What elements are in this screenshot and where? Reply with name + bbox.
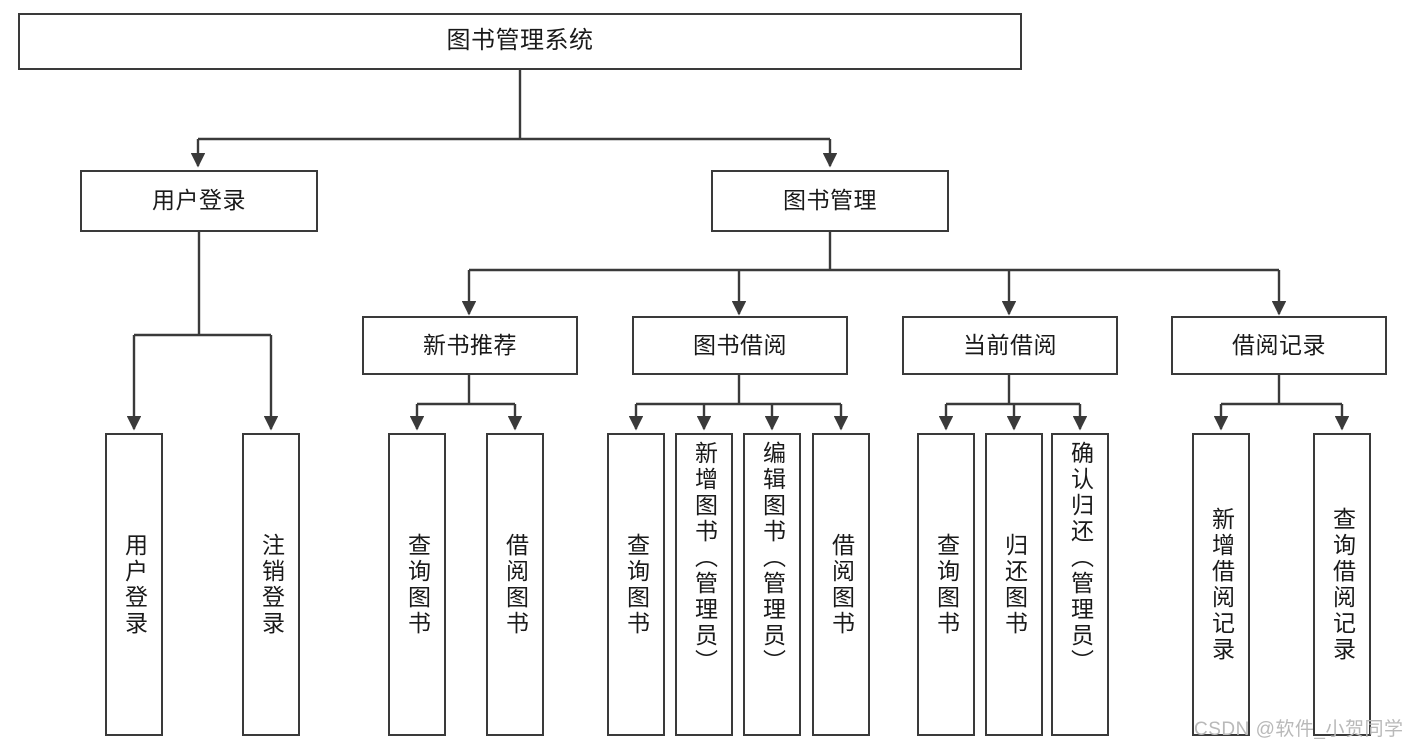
node-root[interactable]: 图书管理系统 <box>18 13 1022 70</box>
node-borrow-record[interactable]: 借阅记录 <box>1171 316 1387 375</box>
node-user-login[interactable]: 用户登录 <box>80 170 318 232</box>
leaf-recommend-borrow-book-label: 借阅图书 <box>502 532 529 637</box>
node-new-book-recommend[interactable]: 新书推荐 <box>362 316 578 375</box>
leaf-current-confirm-return-label: 确认归还（管理员） <box>1067 441 1094 675</box>
leaf-borrow-lend-book-label: 借阅图书 <box>828 532 855 637</box>
leaf-current-query-book[interactable]: 查询图书 <box>917 433 975 736</box>
leaf-borrow-lend-book[interactable]: 借阅图书 <box>812 433 870 736</box>
node-book-borrow-label: 图书借阅 <box>693 331 787 358</box>
node-new-book-recommend-label: 新书推荐 <box>423 331 517 358</box>
leaf-record-search[interactable]: 查询借阅记录 <box>1313 433 1371 736</box>
leaf-borrow-add-book-label: 新增图书（管理员） <box>691 441 718 675</box>
leaf-user-logout[interactable]: 注销登录 <box>242 433 300 736</box>
leaf-borrow-query-book[interactable]: 查询图书 <box>607 433 665 736</box>
leaf-borrow-edit-book-label: 编辑图书（管理员） <box>759 441 786 675</box>
leaf-recommend-query-book-label: 查询图书 <box>404 532 431 637</box>
leaf-borrow-query-book-label: 查询图书 <box>623 532 650 637</box>
leaf-recommend-borrow-book[interactable]: 借阅图书 <box>486 433 544 736</box>
node-borrow-record-label: 借阅记录 <box>1232 331 1326 358</box>
leaf-current-return-book-label: 归还图书 <box>1001 532 1028 637</box>
leaf-recommend-query-book[interactable]: 查询图书 <box>388 433 446 736</box>
leaf-record-add-label: 新增借阅记录 <box>1208 506 1235 663</box>
leaf-record-add[interactable]: 新增借阅记录 <box>1192 433 1250 736</box>
leaf-current-confirm-return[interactable]: 确认归还（管理员） <box>1051 433 1109 736</box>
leaf-record-search-label: 查询借阅记录 <box>1329 506 1356 663</box>
leaf-user-logout-label: 注销登录 <box>258 532 285 637</box>
node-book-borrow[interactable]: 图书借阅 <box>632 316 848 375</box>
leaf-user-login[interactable]: 用户登录 <box>105 433 163 736</box>
leaf-current-return-book[interactable]: 归还图书 <box>985 433 1043 736</box>
node-book-manage[interactable]: 图书管理 <box>711 170 949 232</box>
node-user-login-label: 用户登录 <box>152 187 246 214</box>
leaf-borrow-add-book[interactable]: 新增图书（管理员） <box>675 433 733 736</box>
leaf-current-query-book-label: 查询图书 <box>933 532 960 637</box>
node-book-manage-label: 图书管理 <box>783 187 877 214</box>
leaf-user-login-label: 用户登录 <box>121 532 148 637</box>
leaf-borrow-edit-book[interactable]: 编辑图书（管理员） <box>743 433 801 736</box>
node-root-label: 图书管理系统 <box>446 27 594 55</box>
node-current-borrow[interactable]: 当前借阅 <box>902 316 1118 375</box>
node-current-borrow-label: 当前借阅 <box>963 331 1057 358</box>
